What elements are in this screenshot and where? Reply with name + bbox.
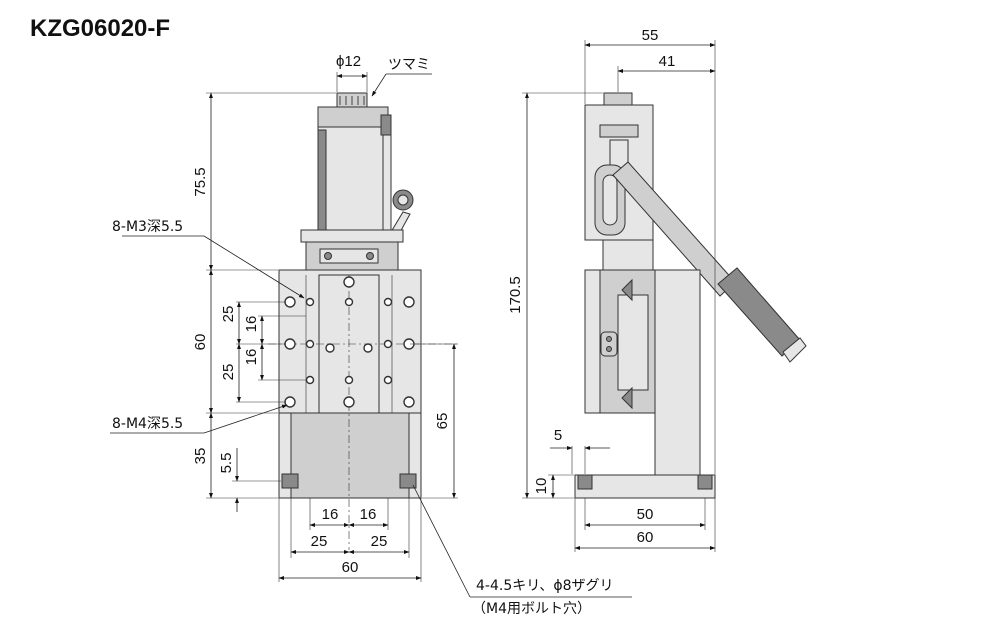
side-knob bbox=[603, 92, 633, 106]
dim-10: 10 bbox=[533, 478, 550, 495]
side-view: 55 41 170.5 5 10 50 60 bbox=[507, 27, 807, 552]
dim-60-vertical: 60 bbox=[192, 334, 209, 351]
dim-25-right: 25 bbox=[371, 533, 388, 550]
dim-60-bottom: 60 bbox=[342, 559, 359, 576]
side-base bbox=[574, 474, 716, 499]
dim-16-lower: 16 bbox=[243, 349, 260, 366]
dim-170-5: 170.5 bbox=[507, 276, 524, 314]
dim-16-right: 16 bbox=[360, 506, 377, 523]
knob-label: ツマミ bbox=[388, 57, 430, 73]
dim-5-5: 5.5 bbox=[218, 453, 235, 474]
dim-65: 65 bbox=[434, 413, 451, 430]
dim-35: 35 bbox=[192, 448, 209, 465]
dim-25-upper: 25 bbox=[220, 306, 237, 323]
hole-note-line1: 4-4.5キリ、ϕ8ザグリ bbox=[476, 578, 614, 594]
dim-25-left: 25 bbox=[311, 533, 328, 550]
tap-m3-label: 8-M3深5.5 bbox=[112, 219, 183, 235]
dim-50: 50 bbox=[637, 506, 654, 523]
dim-16-left: 16 bbox=[322, 506, 339, 523]
dim-5: 5 bbox=[554, 427, 562, 444]
dim-knob-diameter: ϕ12 bbox=[336, 53, 361, 70]
dim-16-upper: 16 bbox=[243, 316, 260, 333]
dim-75-5: 75.5 bbox=[192, 167, 209, 196]
front-view: ϕ12 ツマミ 75.5 60 35 5.5 25 16 bbox=[110, 53, 632, 617]
dim-41: 41 bbox=[659, 53, 676, 70]
dim-55: 55 bbox=[642, 27, 659, 44]
hole-note-line2: （M4用ボルト穴） bbox=[472, 601, 591, 617]
dim-60-side: 60 bbox=[637, 529, 654, 546]
drawing-title: KZG06020-F bbox=[30, 15, 170, 42]
micrometer-head bbox=[717, 267, 801, 357]
tap-m4-label: 8-M4深5.5 bbox=[112, 416, 183, 432]
dim-25-lower: 25 bbox=[220, 364, 237, 381]
